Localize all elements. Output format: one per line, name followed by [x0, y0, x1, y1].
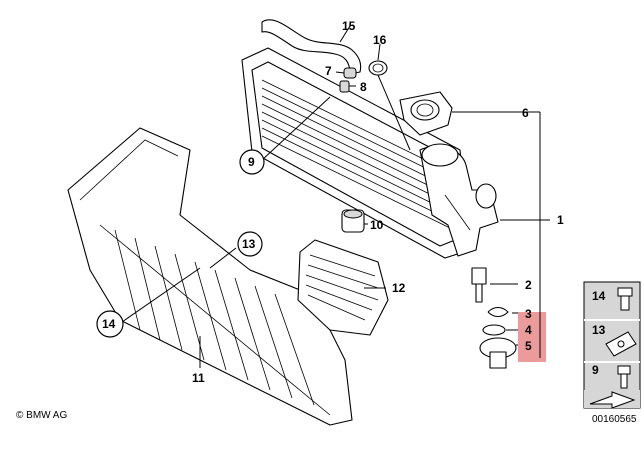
spring-clip	[487, 307, 509, 317]
callout-7: 7	[325, 64, 332, 78]
bolt-small	[339, 80, 350, 93]
plug-cap	[479, 337, 517, 369]
callout-12: 12	[392, 281, 406, 295]
document-id: 00160565	[592, 414, 637, 425]
copyright: © BMW AG	[16, 410, 67, 421]
leader-lines	[121, 25, 550, 368]
o-ring	[482, 324, 506, 336]
arrow-icon	[584, 390, 640, 409]
callout-15: 15	[342, 19, 356, 33]
coolant-pipe	[419, 143, 499, 257]
callout-1: 1	[557, 213, 564, 227]
callout-4: 4	[525, 323, 532, 337]
screw-icon	[617, 287, 633, 311]
callout-11: 11	[192, 371, 205, 385]
temp-sensor	[471, 267, 487, 303]
side-fairing	[67, 127, 353, 426]
callout-10: 10	[370, 218, 384, 232]
rubber-mount	[341, 209, 365, 233]
highlight-box	[518, 312, 546, 362]
hardware-panel: 14 13 9	[583, 281, 641, 409]
callout-13-circle	[237, 231, 263, 257]
callout-8: 8	[360, 80, 367, 94]
callout-2: 2	[525, 278, 532, 292]
callout-14-circle	[96, 310, 124, 338]
callout-5: 5	[525, 339, 532, 353]
grille-panel	[297, 239, 389, 336]
callout-3: 3	[525, 307, 532, 321]
callout-16: 16	[373, 33, 387, 47]
callout-13: 13	[242, 237, 256, 251]
radiator-fins	[261, 79, 451, 229]
radiator	[241, 47, 471, 259]
callout-9: 9	[248, 155, 255, 169]
panel-label-14: 14	[592, 289, 606, 303]
thermostat-cover	[399, 91, 453, 136]
callout-9-circle	[239, 149, 265, 175]
panel-label-13: 13	[592, 323, 606, 337]
clip-nut-icon	[605, 331, 637, 357]
grommet	[343, 67, 357, 79]
bolt-icon	[617, 365, 631, 389]
callout-6: 6	[522, 106, 529, 120]
panel-label-9: 9	[592, 363, 599, 377]
callout-14: 14	[102, 317, 116, 331]
hose-clamp	[368, 60, 388, 76]
